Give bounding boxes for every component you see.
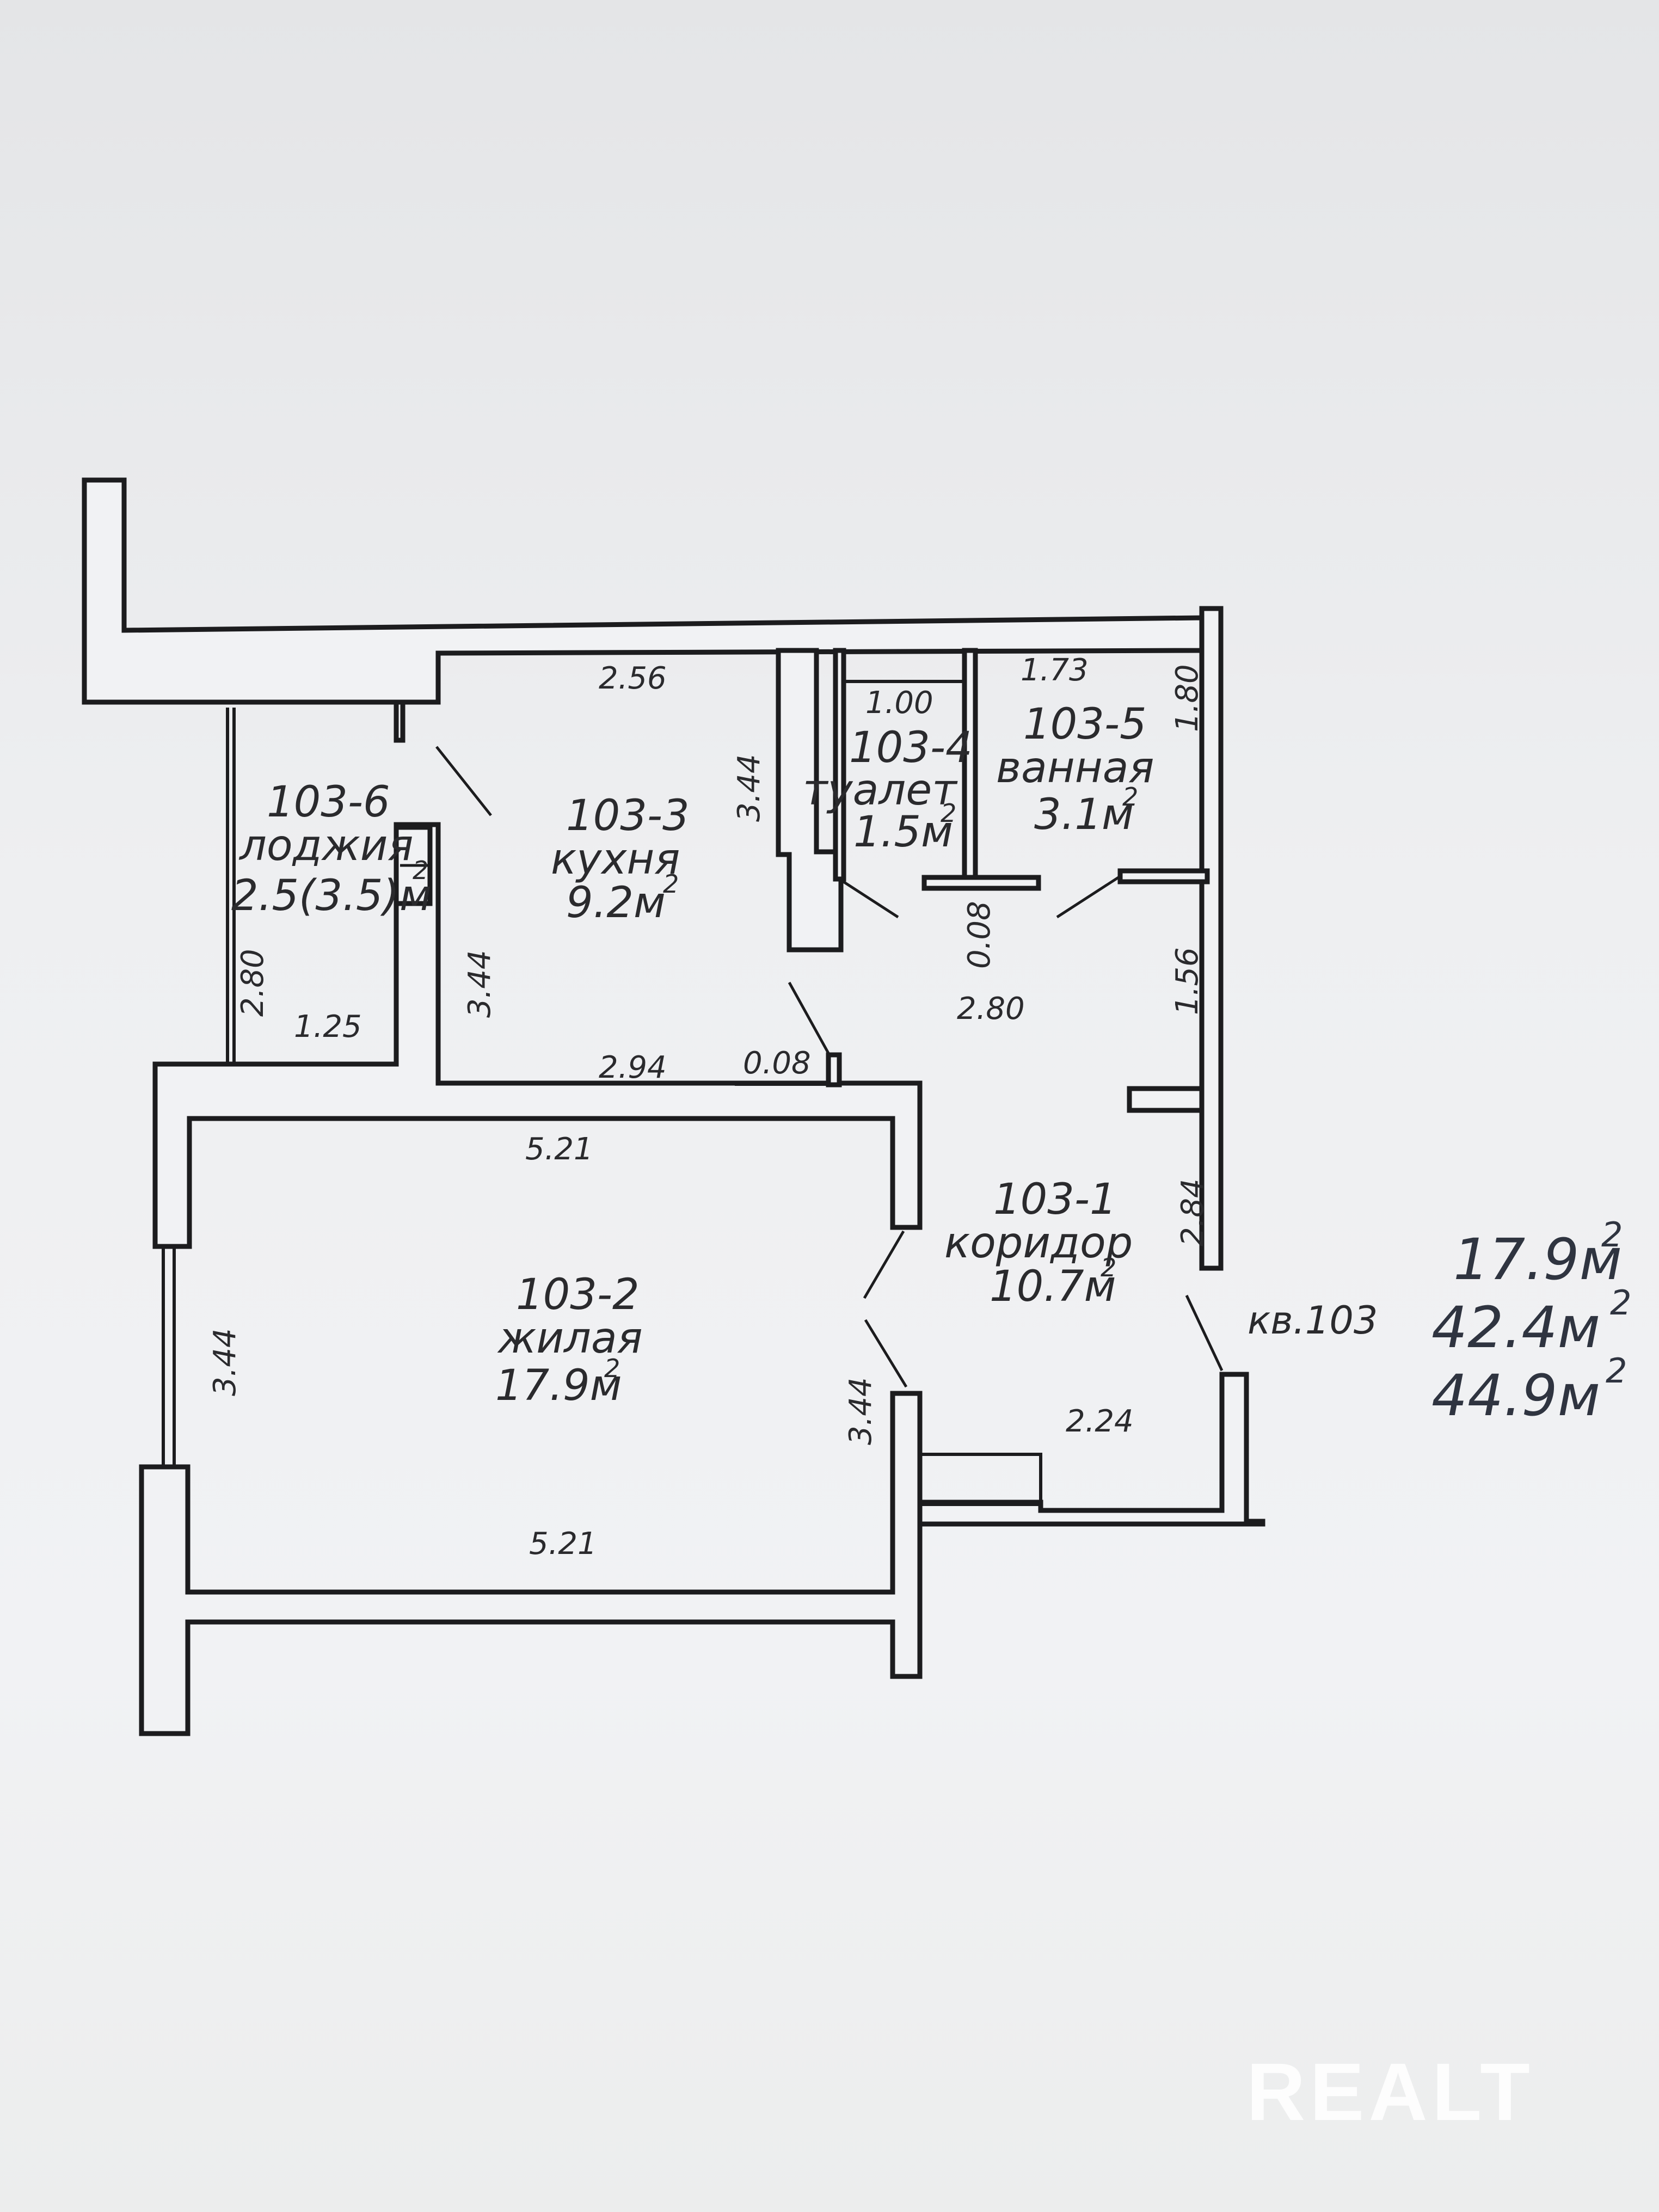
dim-loggia-height: 2.80 — [235, 949, 271, 1017]
room-id-corridor: 103-1 — [993, 1175, 1117, 1224]
room-area-sup-corridor: 2 — [1101, 1253, 1116, 1282]
room-name-corridor: коридор — [944, 1219, 1133, 1268]
area-totals: 17.9м 2 42.4м 2 44.9м 2 — [1431, 1215, 1631, 1429]
room-name-loggia: лоджия — [238, 821, 413, 870]
room-area-bath: 3.1м — [1034, 790, 1134, 839]
dim-living-top: 5.21 — [525, 1132, 593, 1167]
dim-partition-toilet: 0.08 — [962, 901, 997, 969]
dim-living-bottom: 5.21 — [529, 1526, 597, 1562]
total-area-2-sup: 2 — [1606, 1351, 1627, 1391]
room-name-bath: ванная — [996, 744, 1154, 792]
room-id-kitchen: 103-3 — [566, 791, 690, 840]
room-id-bath: 103-5 — [1023, 700, 1147, 749]
dim-corridor-niche: 1.56 — [1170, 947, 1205, 1015]
dimension-labels: 2.56 3.44 3.44 2.94 0.08 1.00 1.73 1.80 … — [207, 653, 1211, 1562]
wall-corridor-bottom — [917, 1372, 1265, 1527]
wall-corridor-niche — [1127, 1086, 1205, 1113]
realt-watermark: REALT — [1246, 2046, 1534, 2137]
room-area-sup-living: 2 — [604, 1354, 620, 1383]
corridor-closet — [918, 1453, 1042, 1506]
dim-corridor-width: 2.80 — [957, 991, 1025, 1027]
room-name-living: жилая — [497, 1314, 643, 1363]
door-toilet — [840, 878, 899, 919]
doors — [400, 746, 1224, 1388]
dim-toilet-width: 1.00 — [865, 685, 933, 721]
apartment-label: кв.103 — [1248, 1298, 1378, 1343]
dim-kitchen-left: 3.44 — [462, 950, 497, 1018]
dim-loggia-width: 1.25 — [294, 1009, 362, 1044]
wall-loggia-top — [82, 477, 1205, 743]
wall-bath-front — [1117, 868, 1210, 884]
room-area-corridor: 10.7м — [990, 1262, 1116, 1311]
dim-living-right: 3.44 — [843, 1377, 878, 1445]
door-entrance — [1185, 1294, 1224, 1372]
dim-corridor-bottom: 2.24 — [1066, 1404, 1134, 1439]
room-area-kitchen: 9.2м — [566, 878, 666, 927]
dim-bath-width: 1.73 — [1021, 653, 1089, 688]
door-kitchen — [788, 981, 830, 1054]
room-area-toilet: 1.5м — [853, 808, 953, 857]
room-area-sup-loggia: 2 — [413, 856, 428, 885]
wall-toilet-partition — [833, 648, 846, 882]
dim-kitchen-side: 3.44 — [732, 754, 767, 822]
total-area-2: 44.9м — [1431, 1362, 1600, 1429]
door-living — [863, 1230, 905, 1299]
door-bath — [1056, 875, 1121, 919]
room-area-living: 17.9м — [495, 1361, 622, 1410]
dim-kitchen-bottom: 2.94 — [599, 1050, 667, 1085]
wall-shaft — [776, 648, 844, 953]
wall-toilet-front — [921, 875, 1041, 891]
wall-kitchen-left — [152, 822, 923, 1249]
total-area-1: 42.4м — [1431, 1294, 1600, 1361]
total-living-area: 17.9м — [1453, 1226, 1622, 1293]
dim-bath-height: 1.80 — [1170, 664, 1205, 732]
room-area-sup-bath: 2 — [1122, 782, 1138, 812]
dim-kitchen-top: 2.56 — [599, 661, 667, 696]
dim-corridor-height: 2.84 — [1175, 1178, 1211, 1246]
total-area-1-sup: 2 — [1610, 1283, 1631, 1323]
door-living-2 — [864, 1319, 908, 1388]
total-living-area-sup: 2 — [1601, 1215, 1623, 1255]
room-labels: 103-6 лоджия 2.5(3.5)м 2 103-3 кухня 9.2… — [231, 700, 1378, 1410]
room-area-loggia: 2.5(3.5)м — [231, 871, 432, 920]
door-loggia — [435, 746, 492, 816]
dim-partition-kitchen: 0.08 — [743, 1046, 811, 1081]
wall-living-left — [139, 1391, 923, 1736]
wall-right-outer — [1199, 606, 1224, 1271]
room-area-sup-kitchen: 2 — [663, 869, 679, 899]
room-id-toilet: 103-4 — [849, 723, 973, 772]
dim-living-left: 3.44 — [207, 1328, 243, 1396]
room-name-toilet: туалет — [803, 766, 958, 815]
room-area-sup-toilet: 2 — [941, 798, 956, 828]
room-name-kitchen: кухня — [551, 835, 680, 884]
room-id-living: 103-2 — [516, 1270, 640, 1319]
wall-kitchen-partition — [826, 1052, 842, 1087]
room-id-loggia: 103-6 — [267, 778, 390, 827]
